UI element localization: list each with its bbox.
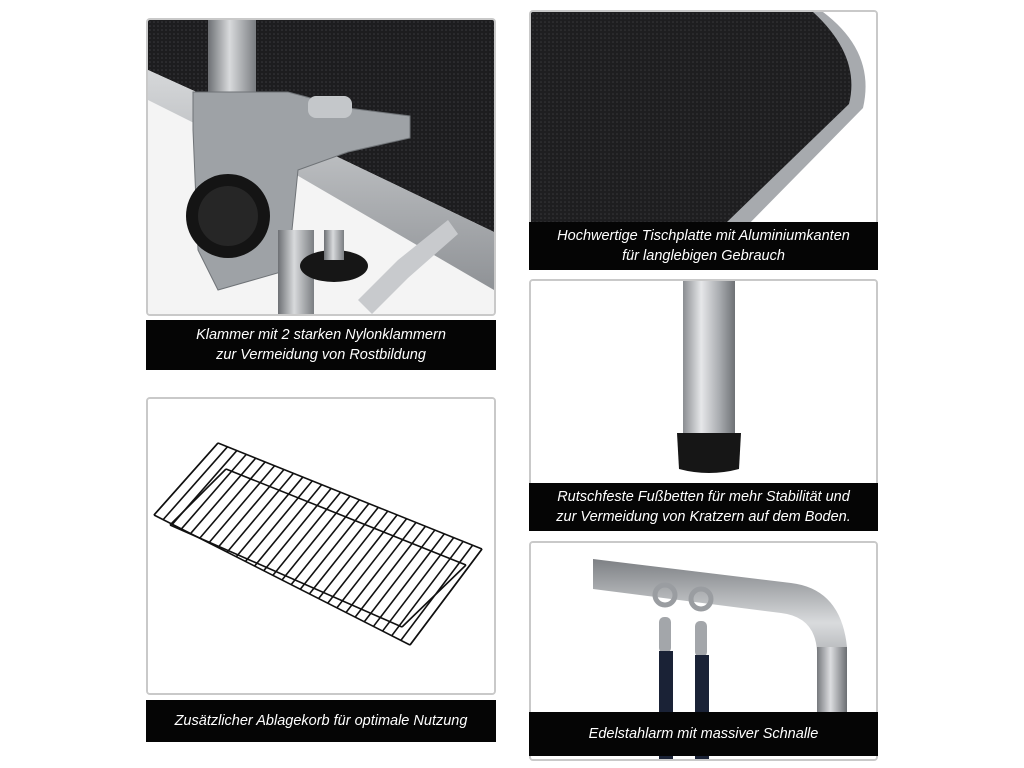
basket-wire xyxy=(162,446,229,521)
basket-caption-line-1: Zusätzlicher Ablagekorb für optimale Nut… xyxy=(174,713,468,729)
foot-caption-line-2: zur Vermeidung von Kratzern auf dem Bode… xyxy=(556,509,851,525)
foot-caption-line-1: Rutschfeste Fußbetten für mehr Stabilitä… xyxy=(557,489,850,505)
basket-wire xyxy=(336,518,408,609)
basket-wire xyxy=(345,522,417,613)
foot-caption: Rutschfeste Fußbetten für mehr Stabilitä… xyxy=(529,483,878,531)
basket-wire xyxy=(253,484,323,567)
basket-wire xyxy=(299,503,370,590)
basket-photo-panel xyxy=(146,397,496,695)
basket-wire xyxy=(217,468,285,549)
clamp-caption-line-2: zur Vermeidung von Rostbildung xyxy=(216,347,426,363)
basket-wire xyxy=(180,453,247,530)
basket-wire xyxy=(381,537,455,632)
clamp-caption: Klammer mit 2 starken Nylonklammern zur … xyxy=(146,320,496,370)
basket-wire xyxy=(290,499,361,586)
arm-caption-line-1: Edelstahlarm mit massiver Schnalle xyxy=(588,726,819,742)
basket-wire xyxy=(189,457,257,535)
basket-wire xyxy=(263,487,332,572)
arm-caption: Edelstahlarm mit massiver Schnalle xyxy=(529,712,878,756)
basket-wire xyxy=(308,506,379,595)
basket-wire xyxy=(272,491,342,576)
basket-wire xyxy=(199,461,266,539)
basket-wire xyxy=(400,544,474,641)
basket-wire xyxy=(153,442,219,516)
basket-wire xyxy=(171,450,238,525)
tabletop-caption-line-2: für langlebigen Gebrauch xyxy=(622,248,785,264)
basket-wire xyxy=(391,540,464,637)
basket-wire xyxy=(226,472,295,553)
basket-wire xyxy=(244,480,313,562)
basket-wire xyxy=(409,548,483,646)
basket-wire xyxy=(208,465,276,544)
clamp-photo xyxy=(148,20,494,314)
tabletop-caption: Hochwertige Tischplatte mit Aluminiumkan… xyxy=(529,222,878,270)
basket-wire xyxy=(372,533,445,627)
basket-caption: Zusätzlicher Ablagekorb für optimale Nut… xyxy=(146,700,496,742)
basket-wire xyxy=(354,525,427,618)
basket-wire xyxy=(363,529,436,623)
basket-wire xyxy=(235,476,304,558)
basket-photo xyxy=(148,399,494,693)
basket-wire xyxy=(327,514,398,604)
clamp-photo-panel xyxy=(146,18,496,316)
clamp-caption-line-1: Klammer mit 2 starken Nylonklammern xyxy=(196,327,446,343)
tabletop-caption-line-1: Hochwertige Tischplatte mit Aluminiumkan… xyxy=(557,228,850,244)
basket-wire xyxy=(281,495,351,581)
basket-wire xyxy=(317,510,389,600)
